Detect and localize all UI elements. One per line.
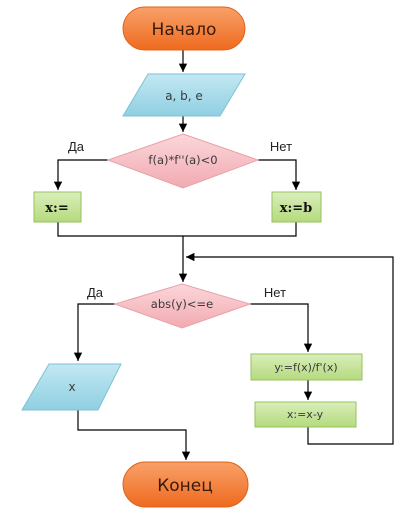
connectors: [53, 50, 394, 460]
connector-merge: [57, 222, 297, 237]
start-label: Начало: [152, 20, 217, 40]
condition1-label: f(a)*f''(a)<0: [148, 153, 217, 167]
output-block: x: [21, 363, 122, 411]
condition2-yes-label: Да: [87, 285, 104, 300]
assign-right-block: x:=b: [271, 191, 322, 223]
connector-condition2-yes: [73, 303, 115, 361]
connector-condition2-no: [250, 303, 313, 352]
start-terminal: Начало: [122, 6, 246, 51]
end-label: Конец: [157, 476, 213, 496]
input-label: a, b, e: [165, 89, 203, 103]
connector-loop-back: [186, 252, 394, 445]
step1-block: y:=f(x)/f'(x): [250, 353, 363, 381]
assign-left-block: x:=: [33, 191, 82, 223]
assign-left-label: x:=: [45, 201, 68, 216]
step1-label: y:=f(x)/f'(x): [274, 361, 337, 374]
connector-condition1-yes: [53, 159, 108, 190]
condition1-yes-label: Да: [68, 139, 85, 154]
connector-condition1-no: [258, 159, 301, 190]
assign-right-label: x:=b: [280, 201, 313, 216]
step2-label: x:=x-y: [287, 408, 324, 421]
condition2-no-label: Нет: [264, 285, 286, 300]
condition2-decision: abs(y)<=e: [113, 283, 252, 329]
condition1-no-label: Нет: [270, 139, 292, 154]
connector-output-end: [77, 410, 191, 460]
step2-block: x:=x-y: [254, 401, 357, 428]
input-block: a, b, e: [122, 73, 246, 117]
output-label: x: [68, 380, 75, 394]
end-terminal: Конец: [122, 461, 249, 508]
condition2-label: abs(y)<=e: [151, 297, 213, 311]
condition1-decision: f(a)*f''(a)<0: [106, 133, 260, 189]
